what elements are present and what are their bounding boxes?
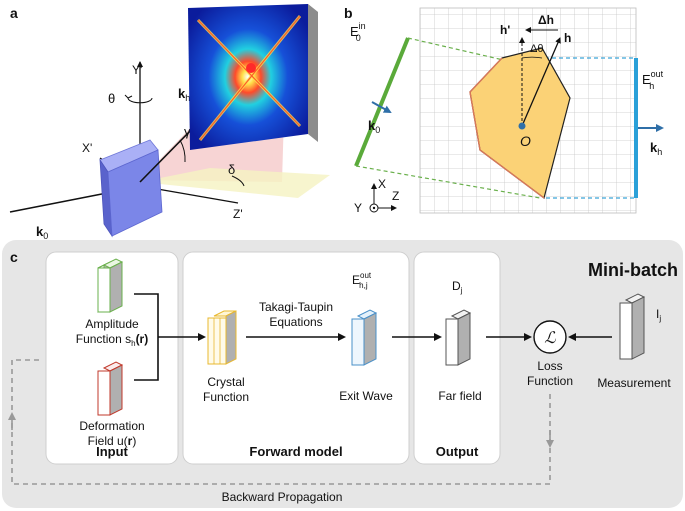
incident-wavefront [354,37,410,167]
k0-arrow [371,101,392,113]
loss-symbol: ℒ [544,330,556,347]
far-field-symbol: Dj [452,279,463,295]
incident-envelope-bottom [355,165,541,199]
measurement-label: Measurement [597,376,671,390]
delta-label: δ [228,162,235,177]
theta-label: θ [108,91,115,106]
origin-label: O [520,133,531,149]
deformation-block [97,361,124,416]
amplitude-label-1: Amplitude [85,317,139,331]
incident-envelope-top [407,37,513,63]
rotation-arrowhead [124,94,133,99]
crystal-function-label-1: Crystal [207,375,244,389]
delta-theta-label: Δθ [530,43,543,55]
detector-image [188,4,318,150]
origin-point [518,122,526,130]
kh-label: kh [178,86,190,103]
incident-beam [9,189,114,213]
triad-z-label: Z [392,189,399,203]
crystal-function-label-2: Function [203,390,249,404]
deformation-label-2: Field u(r) [88,434,137,448]
axis-y-label: Y' [132,63,142,77]
axis-x-label: X' [82,141,92,155]
triad-y-label: Y [354,201,362,215]
panel-c-letter: c [10,249,18,265]
loss-function-node [533,320,567,354]
measurement-symbol: Ij [656,307,661,323]
k0-label-b: k0 [368,118,380,135]
panel-c: c Mini-batch Input Forward model Output … [2,240,683,508]
gamma-arc [179,139,186,163]
rotation-arrow [127,97,153,104]
panel-a: a Y' X' Z' θ k0 kh γ δ [9,4,330,241]
exit-wave-block [351,309,378,366]
h-prime-label: h' [500,23,510,37]
axis-z-label: Z' [233,207,243,221]
far-field-label: Far field [438,389,481,403]
k0-label: k0 [36,224,48,241]
crystal-slab [99,139,163,238]
panel-a-letter: a [10,5,18,21]
loss-label-2: Function [527,374,573,388]
exit-wave-label: Exit Wave [339,389,393,403]
backward-label: Backward Propagation [222,490,343,504]
takagi-label-1: Takagi-Taupin [259,300,333,314]
forward-model-title: Forward model [249,444,342,459]
delta-h-label: Δh [538,13,554,27]
delta-arc [231,175,245,187]
triad-x-label: X [378,177,386,191]
takagi-label-2: Equations [269,315,322,329]
panel-b-letter: b [344,5,353,21]
horizontal-plane [140,168,330,198]
h-vector [521,37,561,127]
mini-batch-title: Mini-batch [588,260,678,280]
kh-label-b: kh [650,140,662,157]
crystal-entrance-edge [469,57,545,199]
crystal-function-block [207,310,237,365]
amplitude-label-2: Function sh(r) [76,332,148,348]
deformation-label-1: Deformation [79,419,144,433]
delta-theta-arc [521,56,543,59]
input-title: Input [96,444,128,459]
forward-model-box [182,251,410,465]
h-label: h [564,31,571,45]
far-field-block [445,309,472,366]
output-title: Output [436,444,479,459]
gamma-label: γ [184,124,191,139]
input-box [45,251,179,465]
amplitude-block [97,258,124,313]
measurement-block [619,293,646,360]
loss-label-1: Loss [537,359,562,373]
